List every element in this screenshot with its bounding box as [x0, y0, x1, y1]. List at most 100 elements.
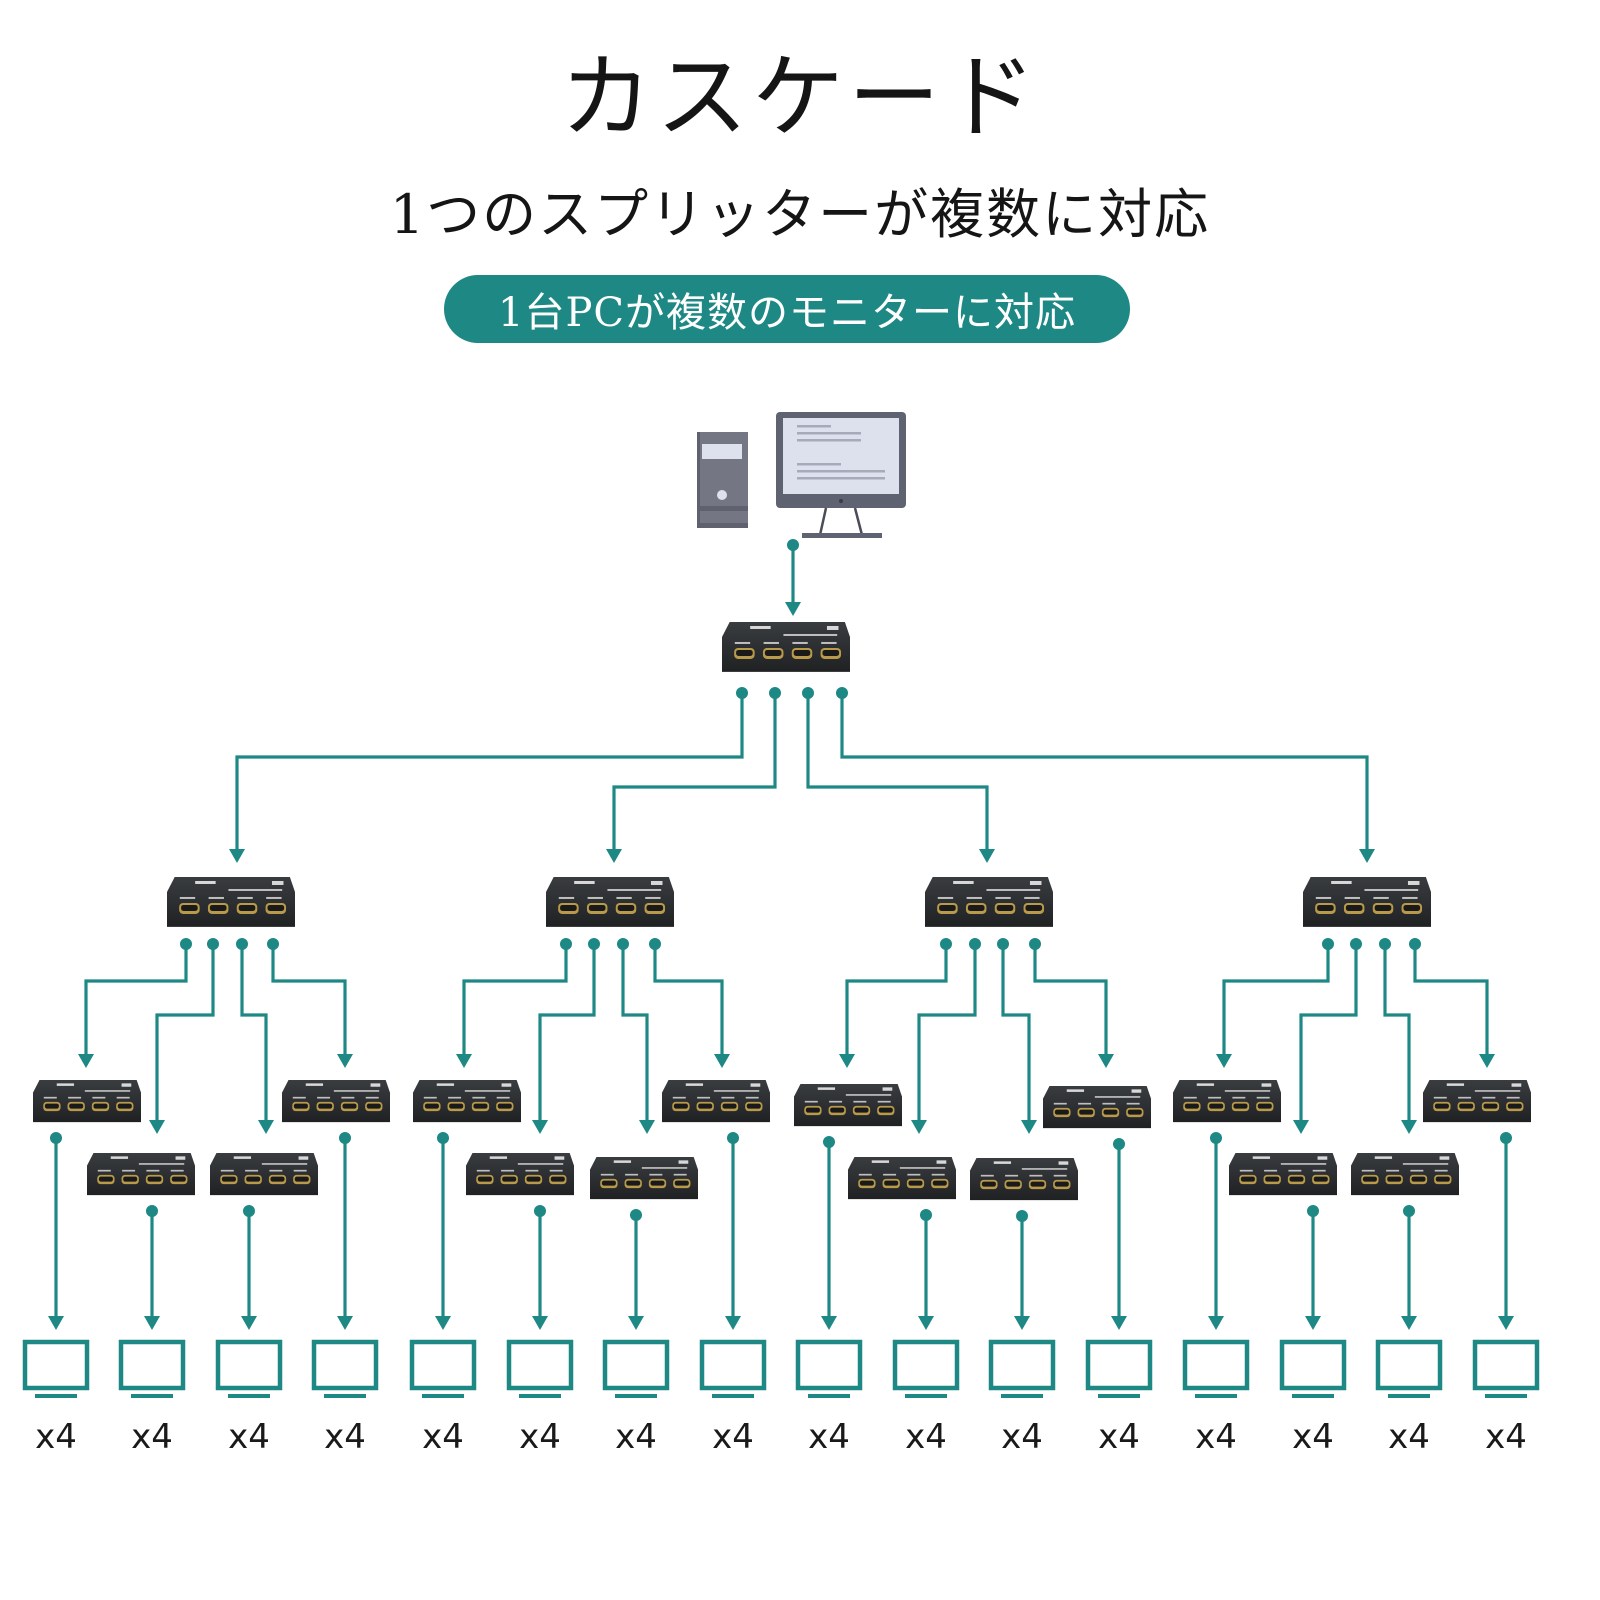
- arrow-head-icon: [1208, 1316, 1224, 1330]
- port-label: [649, 1173, 663, 1176]
- connection-line: [917, 944, 977, 1122]
- port-label: [804, 1100, 818, 1103]
- arrow-head-icon: [78, 1054, 94, 1068]
- port-label: [877, 1100, 891, 1103]
- monitor-count-label: x4: [1292, 1417, 1334, 1457]
- arrow-head-icon: [149, 1120, 165, 1134]
- arrow-head-icon: [1111, 1316, 1127, 1330]
- power-label: [1511, 1083, 1522, 1087]
- hdmi-logo: [685, 1083, 704, 1086]
- connection-line: [538, 944, 596, 1122]
- port-label: [937, 896, 954, 899]
- power-label: [298, 1156, 309, 1160]
- port-label: [672, 1096, 686, 1099]
- port-label: [625, 1173, 639, 1176]
- monitor-count-label: x4: [1098, 1417, 1140, 1457]
- arrow-head-icon: [1305, 1316, 1321, 1330]
- connection-line: [1413, 944, 1489, 1056]
- model-label: [84, 1090, 131, 1092]
- model-label: [713, 1090, 760, 1092]
- port-label: [293, 1169, 307, 1172]
- connection-line: [155, 944, 215, 1122]
- connection-line: [1299, 944, 1358, 1122]
- hdmi-logo: [195, 880, 216, 884]
- port-label: [995, 896, 1011, 899]
- monitor-count-label: x4: [1485, 1417, 1527, 1457]
- monitor-icon: [988, 1339, 1056, 1391]
- port-label: [1361, 1169, 1375, 1172]
- monitor-icon: [1182, 1339, 1250, 1391]
- port-label: [237, 896, 253, 899]
- port-label: [1386, 1169, 1400, 1172]
- port-label: [1126, 1102, 1140, 1105]
- connection-line: [1222, 944, 1330, 1056]
- arrow-head-icon: [1359, 849, 1375, 863]
- desktop-pc-icon: [697, 412, 906, 538]
- monitor-group: x4: [215, 1339, 283, 1457]
- arrow-head-icon: [435, 1316, 451, 1330]
- model-label: [1021, 1168, 1068, 1170]
- model-label: [261, 1163, 308, 1165]
- monitor-stand: [1001, 1394, 1043, 1398]
- power-label: [882, 1087, 893, 1091]
- hdmi-logo: [1066, 1089, 1085, 1092]
- monitor-icon: [22, 1339, 90, 1391]
- monitor-count-label: x4: [324, 1417, 366, 1457]
- splitter-level-3: [970, 1158, 1078, 1201]
- port-label: [448, 1096, 462, 1099]
- arrow-head-icon: [785, 602, 801, 616]
- port-label: [68, 1096, 82, 1099]
- power-label: [650, 880, 663, 885]
- port-label: [1208, 1096, 1222, 1099]
- monitor-group: x4: [602, 1339, 670, 1457]
- connection-line: [84, 944, 188, 1056]
- port-label: [170, 1169, 184, 1172]
- monitor-stand: [712, 1394, 754, 1398]
- port-label: [1102, 1102, 1116, 1105]
- model-label: [517, 1163, 564, 1165]
- splitter-level-3: [590, 1157, 698, 1200]
- monitor-group: x4: [1182, 1339, 1250, 1457]
- port-label: [829, 1100, 843, 1103]
- port-label: [858, 1173, 872, 1176]
- splitter-level-2: [1303, 877, 1431, 927]
- arrow-head-icon: [911, 1120, 927, 1134]
- port-label: [496, 1096, 510, 1099]
- port-label: [558, 896, 575, 899]
- feature-badge: 1台PCが複数のモニターに対応: [444, 275, 1130, 343]
- hdmi-logo: [574, 880, 595, 884]
- splitter-level-1: [722, 622, 850, 672]
- arrow-head-icon: [258, 1120, 274, 1134]
- power-label: [1058, 1161, 1069, 1165]
- model-label: [1364, 888, 1419, 891]
- model-label: [607, 888, 662, 891]
- port-label: [423, 1096, 437, 1099]
- port-label: [1312, 1169, 1326, 1172]
- splitter-level-3: [466, 1153, 574, 1196]
- monitor-stand: [1485, 1394, 1527, 1398]
- port-label: [980, 1174, 994, 1177]
- monitor-group: x4: [988, 1339, 1056, 1457]
- power-label: [750, 1083, 761, 1087]
- port-label: [1078, 1102, 1092, 1105]
- monitor-stand: [422, 1394, 464, 1398]
- port-label: [1434, 1169, 1448, 1172]
- hdmi-logo: [871, 1160, 890, 1163]
- splitter-level-3: [33, 1080, 141, 1123]
- monitor-icon: [311, 1339, 379, 1391]
- hdmi-logo: [750, 625, 771, 629]
- arrow-head-icon: [241, 1316, 257, 1330]
- model-label: [986, 888, 1041, 891]
- port-label: [317, 1096, 331, 1099]
- hdmi-logo: [110, 1156, 129, 1159]
- power-label: [501, 1083, 512, 1087]
- hdmi-logo: [56, 1083, 75, 1086]
- monitor-group: x4: [22, 1339, 90, 1457]
- port-label: [549, 1169, 563, 1172]
- monitor-stand: [1292, 1394, 1334, 1398]
- port-label: [1458, 1096, 1472, 1099]
- arrow-head-icon: [1216, 1054, 1232, 1068]
- pc-monitor-icon: [776, 412, 906, 538]
- monitor-count-label: x4: [228, 1417, 270, 1457]
